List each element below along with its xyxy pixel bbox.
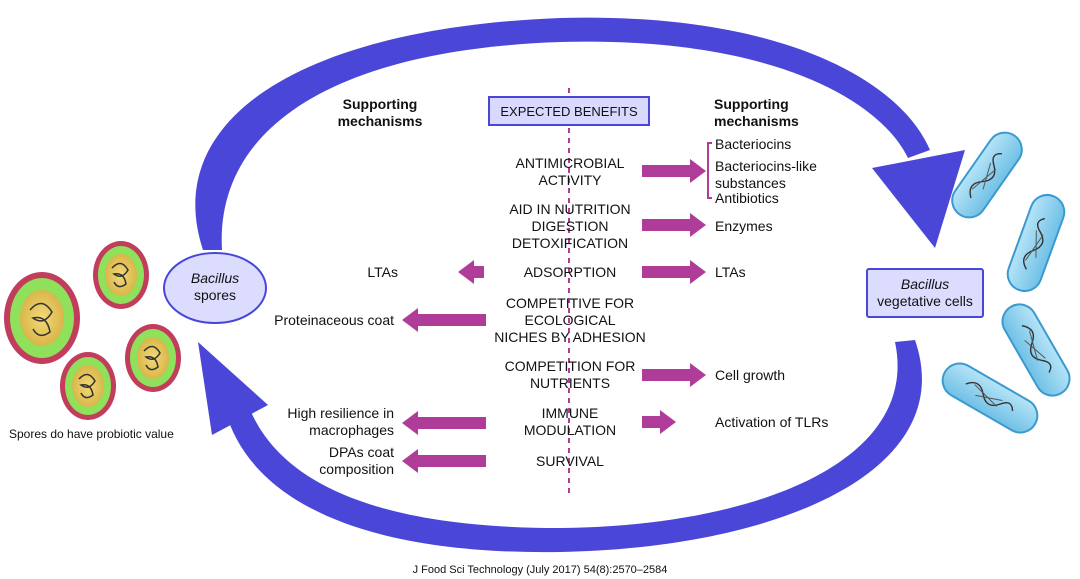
spore-icon [4,272,80,364]
arrow-left-ltas [458,260,484,284]
left-mechanism-proteinaceous-coat: Proteinaceous coat [274,312,394,328]
bacteriocins-bracket [707,142,712,199]
benefit-antimicrobial: ANTIMICROBIAL ACTIVITY [515,155,625,188]
spores-node-shape [163,252,267,324]
benefit-survival: SURVIVAL [536,453,604,469]
cycle-arrow-bottom-icon [198,340,922,553]
left-mechanisms-title: Supporting mechanisms [337,96,423,129]
right-mechanism-tlrs: Activation of TLRs [715,414,829,430]
benefit-adsorption: ADSORPTION [523,264,617,280]
cycle-arrow-top-icon [195,17,965,251]
benefit-nutrient-competition: COMPETITION FOR NUTRIENTS [504,358,636,391]
left-mechanism-dpas: DPAs coat composition [319,444,394,477]
vegetative-cell-icon [1006,193,1066,293]
vegetative-cell-icon [941,362,1039,434]
right-mechanism-enzymes: Enzymes [715,218,773,234]
left-mechanism-resilience: High resilience in macrophages [287,405,394,438]
vegetative-node-italic: Bacillus [900,276,950,292]
right-mechanisms-title: Supporting mechanisms [714,96,799,129]
spore-icon [60,352,116,420]
arrow-left-coat [402,308,486,332]
right-mechanism-antibiotics: Antibiotics [715,190,779,206]
arrow-left-resilience [402,411,486,435]
expected-benefits-label: EXPECTED BENEFITS [500,103,638,119]
vegetative-node: Bacillus vegetative cells [866,268,984,318]
vegetative-node-plain: vegetative cells [877,293,973,309]
right-mechanism-ltas: LTAs [715,264,746,280]
spores-node-italic: Bacillus [190,270,240,286]
arrow-left-dpas [402,449,486,473]
arrow-right-antimicrobial [642,159,706,183]
expected-benefits-box: EXPECTED BENEFITS [488,96,650,126]
right-mechanism-bacteriocins-like: Bacteriocins-like substances [715,158,817,191]
vegetative-cell-icon [1001,303,1071,397]
arrow-right-enzymes [642,213,706,237]
spores-node: Bacillus spores [164,270,266,304]
arrow-right-ltas [642,260,706,284]
spores-node-plain: spores [193,287,237,303]
spore-caption: Spores do have probiotic value [9,427,174,441]
left-arrows [402,260,486,473]
arrow-right-tlrs [642,410,676,434]
right-arrows [642,159,706,434]
right-mechanism-cell-growth: Cell growth [715,367,786,383]
benefit-competitive-niches: COMPETITIVE FOR ECOLOGICAL NICHES BY ADH… [494,295,646,345]
benefit-immune-modulation: IMMUNE MODULATION [523,405,617,438]
spore-icon [93,241,149,309]
spore-icon [125,324,181,392]
benefit-nutrition: AID IN NUTRITION DIGESTION DETOXIFICATIO… [509,201,631,251]
vegetative-cell-icon [951,131,1023,219]
citation: J Food Sci Technology (July 2017) 54(8):… [412,564,668,576]
right-mechanism-bacteriocins: Bacteriocins [715,136,792,152]
arrow-right-cell-growth [642,363,706,387]
left-mechanism-ltas: LTAs [367,264,398,280]
